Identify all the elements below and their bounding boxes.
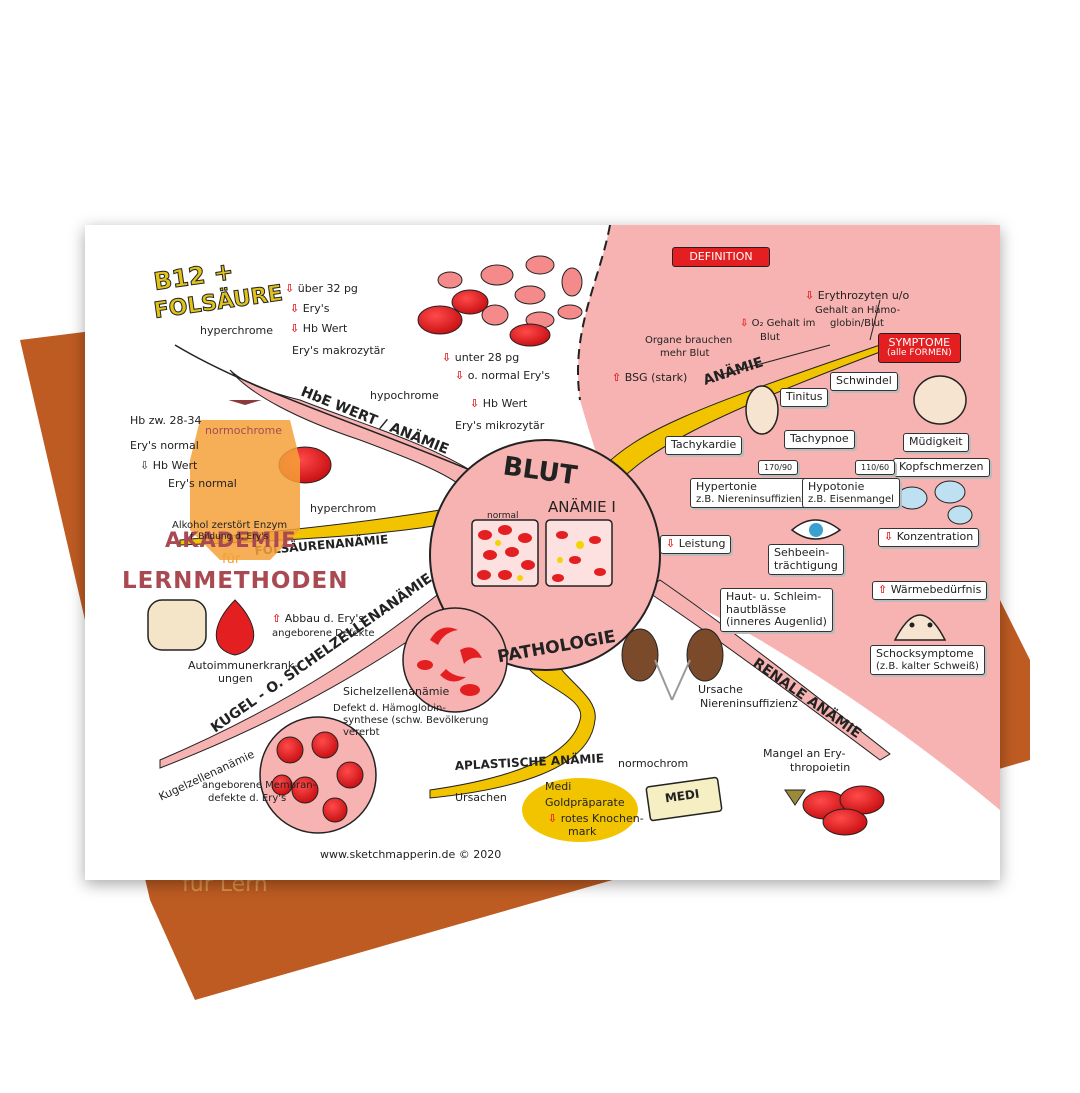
b12-drop (147, 599, 255, 656)
aplastisch-medi: Medi (545, 780, 572, 793)
definition-o2-1: ⇩ O₂ Gehalt im (740, 318, 816, 329)
hypochrome-item-4: Ery's mikrozytär (455, 419, 545, 432)
definition-organe-2: mehr Blut (660, 348, 710, 359)
watermark-line3: LERNMETHODEN (122, 568, 349, 594)
kugel-defekt-3: vererbt (343, 727, 380, 738)
kugel-membran-2: defekte d. Ery's (208, 793, 287, 804)
normochrome-item-4: Ery's normal (168, 477, 237, 490)
kugel-angeborene: angeborene Defekte (272, 628, 375, 639)
definition-organe-1: Organe brauchen (645, 335, 733, 346)
symptom-schwindel: Schwindel (830, 372, 898, 391)
aplastisch-rotes: ⇩ rotes Knochen- (548, 812, 644, 825)
aplastisch-gold: Goldpräparate (545, 796, 625, 809)
symptom-schock: Schocksymptome(z.B. kalter Schweiß) (870, 645, 985, 676)
kugel-autoimmun-2: ungen (218, 672, 253, 685)
hyperchrome-label: hyperchrome (200, 324, 274, 337)
definition-erythro-1: ⇩ Erythrozyten u/o (805, 289, 910, 302)
folsaeure-bildung: f. Bildung d. Ery's (190, 532, 269, 542)
symptom-kopfschmerzen: Kopfschmerzen (893, 458, 990, 477)
tired-head-icon (913, 375, 967, 425)
hypochrome-item-1: ⇩ unter 28 pg (442, 351, 520, 364)
kugel-autoimmun-1: Autoimmunerkrank- (188, 659, 299, 672)
symptom-tachypnoe: Tachypnoe (784, 430, 855, 449)
normal-blood-cells (477, 525, 535, 581)
kugel-abbau: ⇧ Abbau d. Ery's (272, 612, 365, 625)
hyperchrome-item-2: ⇩ Ery's (290, 302, 330, 315)
renal-mangel-1: Mangel an Ery- (763, 747, 846, 760)
symptom-haut: Haut- u. Schleim-hautblässe(inneres Auge… (720, 588, 833, 632)
symptom-waerme: ⇧ Wärmebedürfnis (872, 581, 988, 600)
renal-ursache: Ursache (698, 683, 743, 696)
symptom-konzentration: ⇩ Konzentration (878, 528, 980, 547)
normochrome-item-1: Hb zw. 28-34 (130, 414, 202, 427)
symptom-leistung: ⇩ Leistung (660, 535, 732, 554)
watermark-line2: für (222, 552, 241, 567)
center-subtitle: ANÄMIE I (548, 497, 616, 516)
folsaeure-alkohol: Alkohol zerstört Enzym (172, 520, 288, 531)
ear-icon (745, 385, 779, 435)
blood-cells-top (417, 255, 583, 347)
definition-o2-2: Blut (760, 332, 780, 343)
hyperchrome-item-3: ⇩ Hb Wert (290, 322, 348, 335)
folsaeure-hyperchrom: hyperchrom (310, 502, 377, 515)
kugel-sichel: Sichelzellenanämie (343, 685, 450, 698)
kugel-defekt-2: synthese (schw. Bevölkerung (343, 715, 489, 726)
symptom-tinitus: Tinitus (780, 388, 829, 407)
symptom-sehbeein: Sehbeein-trächtigung (768, 544, 844, 576)
center-normal-label: normal (487, 511, 519, 521)
bp-monitor-high: 170/90 (758, 460, 799, 476)
hypochrome-label: hypochrome (370, 389, 439, 402)
sickle-cell-circle (402, 607, 508, 713)
kugel-defekt-1: Defekt d. Hämoglobin- (333, 703, 446, 714)
footer-credit: www.sketchmapperin.de © 2020 (320, 848, 501, 861)
center-circle (429, 439, 661, 671)
bp-monitor-low: 110/60 (855, 460, 896, 476)
watermark-line1: AKADEMIE (165, 528, 297, 552)
kugel-membran-1: angeborene Membran- (202, 780, 317, 791)
normochrome-item-3: ⇩ Hb Wert (140, 459, 198, 472)
hyperchrome-item-1: ⇩ über 32 pg (285, 282, 358, 295)
definition-erythro-2: Gehalt an Hämo- (815, 305, 901, 316)
aplastisch-normochrom: normochrom (618, 757, 689, 770)
hypochrome-item-2: ⇩ o. normal Ery's (455, 369, 551, 382)
aplastisch-ursachen: Ursachen (455, 791, 507, 804)
normochrome-label: normochrome (205, 424, 282, 437)
renal-mangel-2: thropoietin (790, 761, 851, 774)
hypochrome-item-3: ⇩ Hb Wert (470, 397, 528, 410)
symptom-muedigkeit: Müdigkeit (903, 433, 969, 452)
symptom-tachykardie: Tachykardie (665, 436, 743, 455)
anemic-blood-cells (552, 531, 606, 582)
normochrome-item-2: Ery's normal (130, 439, 199, 452)
symptoms-header: SYMPTOME(alle FORMEN) (878, 333, 961, 363)
sweat-face-icon (893, 614, 947, 641)
medi-blob (522, 778, 638, 842)
definition-erythro-3: globin/Blut (830, 318, 884, 329)
aplastisch-rotes-2: mark (568, 825, 597, 838)
kidney-illustration (621, 628, 724, 701)
renal-nieren: Niereninsuffizienz (700, 697, 798, 710)
definition-header: DEFINITION (672, 247, 770, 268)
definition-bsg: ⇧ BSG (stark) (612, 371, 688, 384)
hyperchrome-item-4: Ery's makrozytär (292, 344, 385, 357)
